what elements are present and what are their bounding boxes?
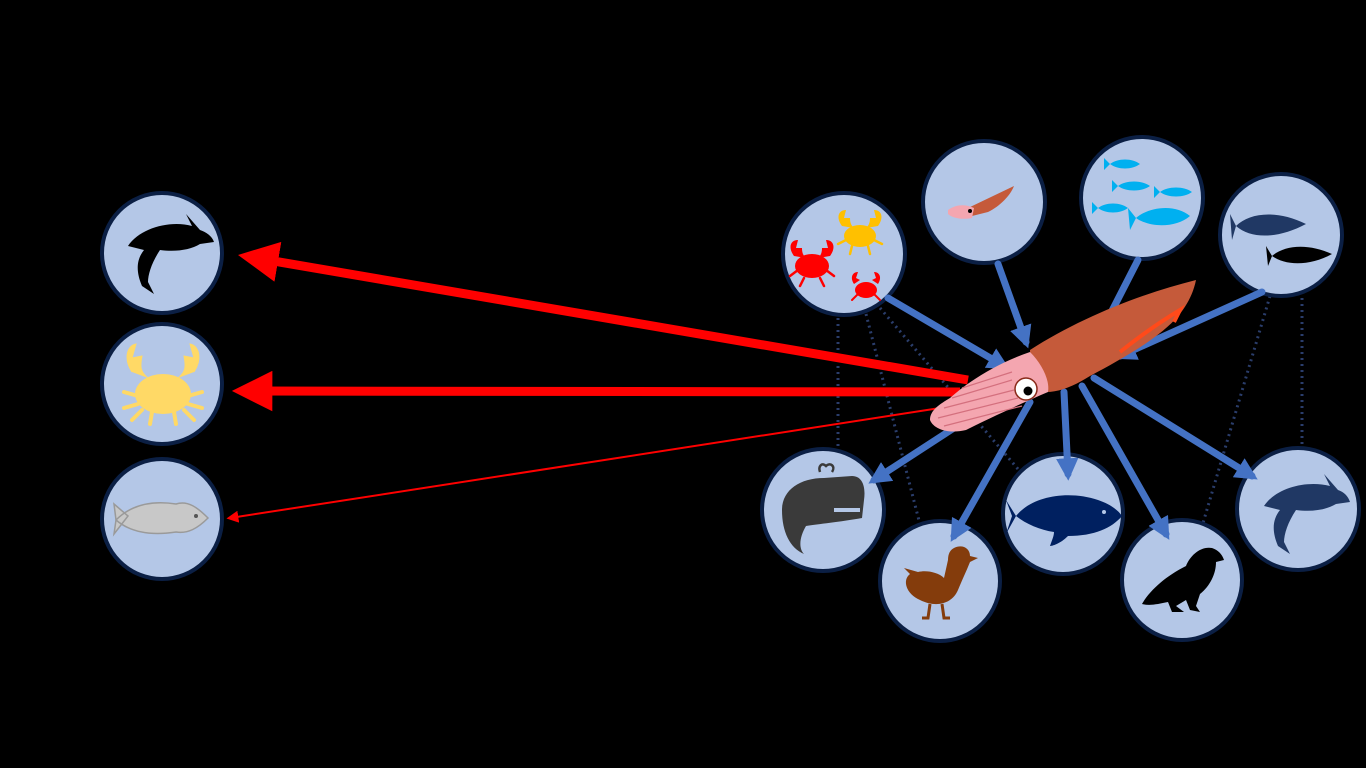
predator-arrow-whale [868,424,958,484]
crabs-icon [788,210,884,301]
whale-icon [782,463,865,554]
indirect-arrow-crabs-fish [878,307,1039,494]
threat-arrow-fish [226,407,941,523]
small-squid-icon [948,186,1014,219]
shark-icon [128,214,214,294]
predator-arrow-duck [950,398,1034,542]
fish-pair-icon [1230,214,1332,266]
predator-fish-icon [1006,495,1122,546]
predator-arrow-shark [1090,374,1258,480]
duck-icon [904,546,978,620]
threat-links [226,241,969,523]
predator-arrow-bird [1078,382,1170,540]
threat-arrow-crab [231,370,961,412]
prey-node-fish-school [1079,135,1205,261]
prey-arrow-crabs [884,294,1010,370]
threat-node-shark [100,191,224,315]
prey-node-fish-pair [1218,172,1344,298]
threat-arrow-shark [238,241,969,385]
fish-school-icon [1092,158,1192,230]
trophic-links [868,256,1266,542]
prey-arrow-small-squid [994,260,1032,349]
prey-arrow-fish-pair [1113,288,1266,360]
bird-icon [1142,547,1224,612]
indirect-arrow-fishpair-bird [1193,295,1272,545]
predator-shark-icon [1264,474,1350,554]
squid-icon [930,280,1196,432]
fish-icon [112,502,210,537]
predator-arrow-fish [1056,388,1079,481]
crab-icon [122,343,204,426]
